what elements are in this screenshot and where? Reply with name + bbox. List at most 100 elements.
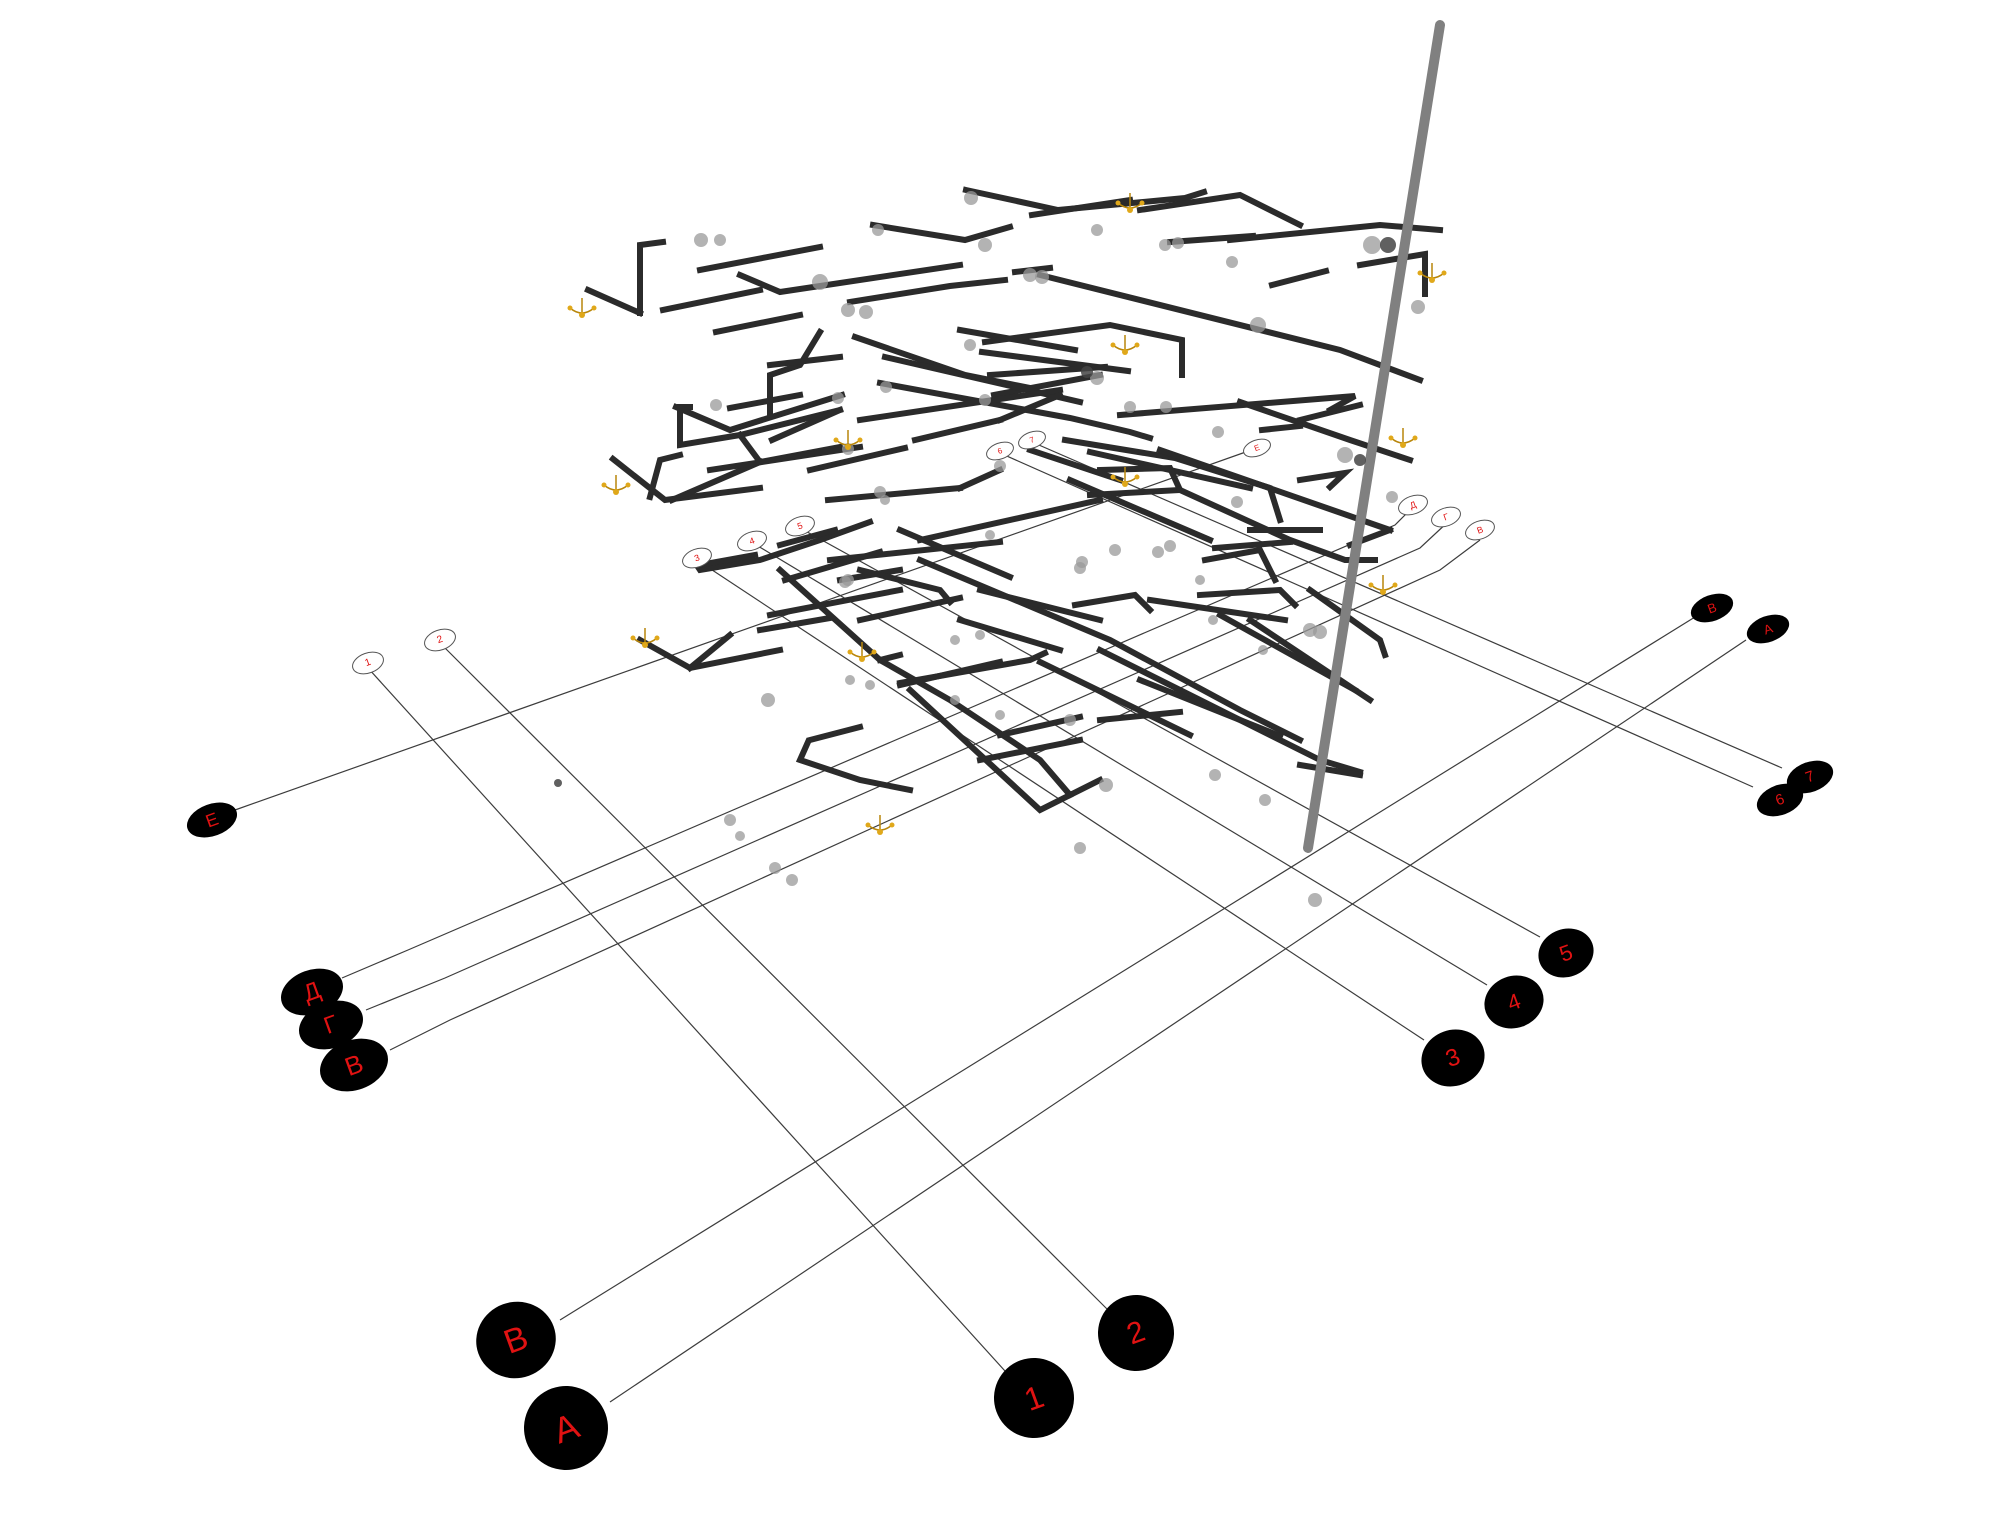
- column-post-icon: [1308, 893, 1322, 907]
- column-post-icon: [694, 233, 708, 247]
- column-post-icon: [1023, 268, 1037, 282]
- grid-bubble-2: 2: [1098, 1295, 1174, 1371]
- column-post-icon: [841, 303, 855, 317]
- column-post-icon: [724, 814, 736, 826]
- column-post-icon: [1411, 300, 1425, 314]
- column-post-icon: [1035, 270, 1049, 284]
- column-post-icon: [1380, 237, 1396, 253]
- column-posts: [554, 191, 1425, 907]
- column-post-icon: [995, 710, 1005, 720]
- column-post-icon: [1091, 224, 1103, 236]
- column-post-icon: [979, 394, 991, 406]
- column-post-icon: [761, 693, 775, 707]
- column-post-icon: [710, 399, 722, 411]
- grid-bubble-small-6: 6: [986, 441, 1014, 461]
- svg-text:5: 5: [796, 520, 804, 531]
- column-post-icon: [1208, 615, 1218, 625]
- grid-bubble-3: 3: [1421, 1029, 1485, 1087]
- grid-bubble-6: 6: [1756, 783, 1804, 817]
- column-post-icon: [1074, 562, 1086, 574]
- chandelier-icon: [601, 475, 631, 495]
- column-post-icon: [874, 486, 886, 498]
- column-post-icon: [950, 635, 960, 645]
- column-post-icon: [845, 675, 855, 685]
- column-post-icon: [1226, 256, 1238, 268]
- svg-text:Д: Д: [1408, 499, 1417, 510]
- column-post-icon: [1354, 454, 1366, 466]
- column-post-icon: [1337, 447, 1353, 463]
- svg-text:3: 3: [693, 552, 701, 563]
- column-post-icon: [735, 831, 745, 841]
- column-post-icon: [842, 574, 854, 586]
- column-post-icon: [1099, 778, 1113, 792]
- column-post-icon: [950, 695, 960, 705]
- chandelier-icon: [833, 430, 863, 450]
- column-post-icon: [554, 779, 562, 787]
- grid-bubble-small-1: 1: [352, 651, 384, 675]
- svg-text:В: В: [1475, 524, 1484, 535]
- grid-bubble-small-2: 2: [424, 628, 456, 652]
- beam-framing: [584, 186, 1444, 814]
- grid-line-1: [367, 667, 1006, 1372]
- grid-bubble-small-E: Е: [1243, 438, 1271, 458]
- column-post-icon: [1212, 426, 1224, 438]
- column-post-icon: [1160, 401, 1172, 413]
- grid-line-2: [439, 642, 1109, 1311]
- grid-bubble-D: Д: [281, 968, 343, 1016]
- grid-line-7: [1031, 441, 1783, 769]
- grid-line-6: [999, 452, 1754, 788]
- svg-text:6: 6: [996, 446, 1004, 456]
- grid-line-4: [752, 542, 1488, 986]
- grid-bubble-A-right: А: [1746, 614, 1790, 644]
- grid-bubble-V-large: В: [476, 1301, 556, 1379]
- grid-line-G: [365, 519, 1451, 1011]
- svg-text:Г: Г: [1442, 511, 1450, 522]
- column-pole: [1303, 20, 1445, 853]
- column-post-icon: [1209, 769, 1221, 781]
- column-post-icon: [1159, 239, 1171, 251]
- column-post-icon: [1259, 794, 1271, 806]
- grid-bubble-small-D: Д: [1398, 494, 1428, 516]
- grid-bubble-1: 1: [994, 1358, 1074, 1438]
- ground-level-bubbles: А В В Г Д Е А В: [186, 593, 1834, 1470]
- grid-bubble-V-right: В: [1690, 593, 1734, 623]
- column-post-icon: [1109, 544, 1121, 556]
- column-post-icon: [859, 305, 873, 319]
- grid-bubble-small-7: 7: [1018, 430, 1046, 450]
- column-post-icon: [964, 191, 978, 205]
- grid-bubble-small-4: 4: [737, 530, 767, 552]
- grid-bubble-small-3: 3: [682, 547, 712, 569]
- column-post-icon: [786, 874, 798, 886]
- chandelier-icon: [1417, 263, 1447, 283]
- chandelier-icon: [567, 298, 597, 318]
- grid-bubble-7: 7: [1786, 760, 1834, 794]
- column-post-icon: [714, 234, 726, 246]
- column-post-icon: [1090, 371, 1104, 385]
- column-post-icon: [975, 630, 985, 640]
- grid-bubble-4: 4: [1484, 975, 1544, 1029]
- column-post-icon: [1172, 237, 1184, 249]
- grid-lines: [234, 441, 1783, 1403]
- chandelier-icon: [1388, 428, 1418, 448]
- grid-bubble-V: В: [320, 1038, 388, 1092]
- column-post-icon: [1313, 625, 1327, 639]
- column-post-icon: [769, 862, 781, 874]
- column-post-icon: [1258, 645, 1268, 655]
- svg-text:Е: Е: [1253, 443, 1261, 453]
- column-post-icon: [964, 339, 976, 351]
- grid-bubble-E: Е: [186, 802, 238, 838]
- column-post-icon: [1064, 714, 1076, 726]
- column-post-icon: [865, 680, 875, 690]
- column-post-icon: [994, 460, 1006, 472]
- svg-text:7: 7: [1028, 435, 1036, 445]
- column-post-icon: [880, 495, 890, 505]
- column-post-icon: [1231, 496, 1243, 508]
- column-post-icon: [832, 392, 844, 404]
- grid-line-B: [559, 616, 1696, 1321]
- column-post-icon: [1124, 401, 1136, 413]
- column-post-icon: [1152, 546, 1164, 558]
- chandelier-icon: [865, 815, 895, 835]
- chandelier-icon: [847, 642, 877, 662]
- grid-line-A: [609, 639, 1747, 1403]
